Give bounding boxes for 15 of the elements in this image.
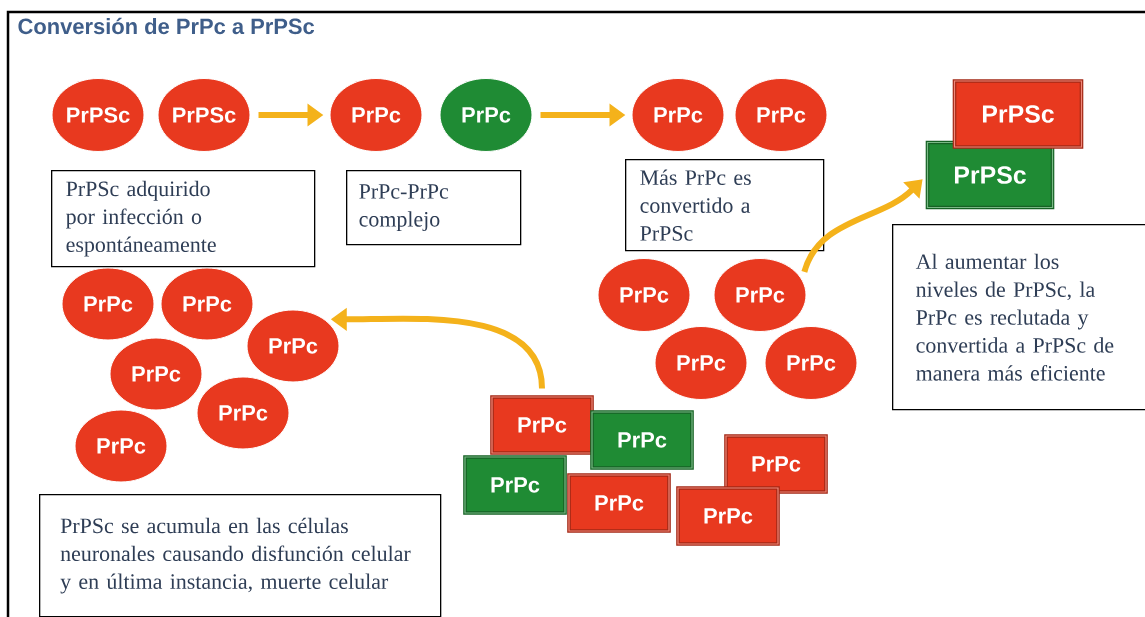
- protein-block: PrPc: [463, 455, 567, 515]
- protein-block: PrPSc: [952, 79, 1084, 149]
- protein-block: PrPc: [567, 473, 671, 533]
- protein-block: PrPc: [590, 410, 694, 470]
- text-box: PrPSc adquirido por infección o espontáneamente: [51, 170, 316, 268]
- text-box: Más PrPc es convertido a PrPSc: [625, 159, 825, 252]
- text-box: PrPSc se acumula en las células neuronales causando disfunción celular y en última instancia, muerte celular: [39, 494, 442, 617]
- text-box: Al aumentar los niveles de PrPSc, la PrPc es reclutada y convertida a PrPSc de manera más eficiente: [892, 224, 1145, 411]
- protein-block: PrPc: [676, 486, 780, 546]
- arrow: [801, 179, 923, 273]
- text-box: PrPc-PrPc complejo: [346, 170, 522, 246]
- protein-block: PrPSc: [925, 140, 1055, 210]
- title: Conversión de PrPc a PrPSc: [18, 17, 315, 35]
- protein-block: PrPc: [490, 395, 594, 455]
- protein-block: PrPc: [724, 434, 828, 494]
